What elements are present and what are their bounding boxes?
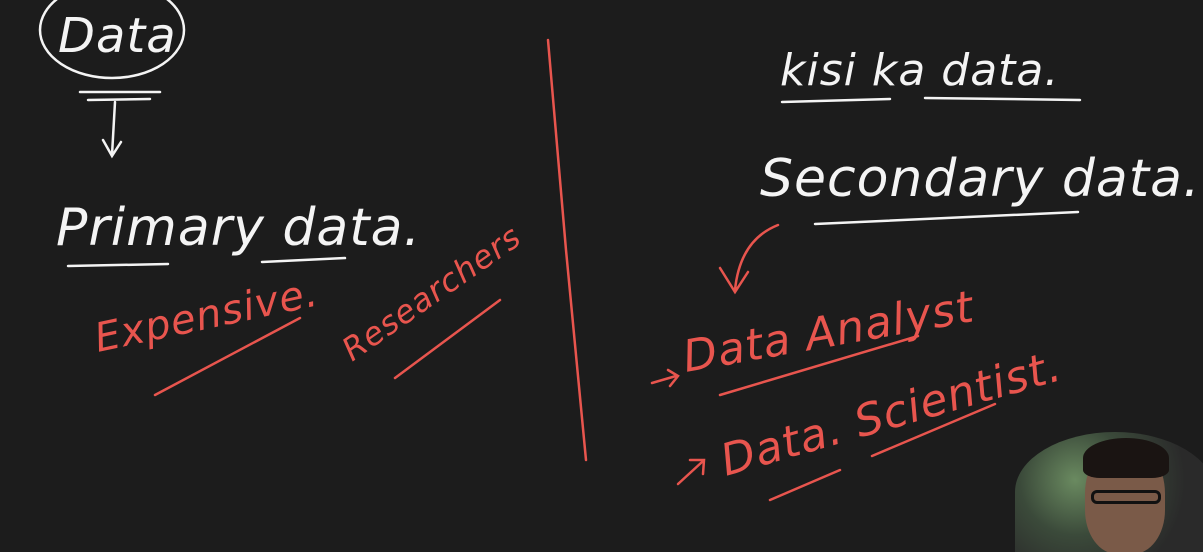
bullet-arrow-1-icon [650,368,680,388]
underline-bottom [86,97,152,102]
primary-underline-2 [260,256,347,264]
arrow-down-icon [101,100,123,159]
expensive-underline [153,316,302,397]
curved-arrow-icon [718,223,780,295]
vertical-divider [546,38,588,462]
circle-word-data: Data [58,8,177,64]
data-analyst-item: Data Analyst [679,281,979,382]
data-analyst-underline [718,334,920,397]
whiteboard-canvas: Data Primary data. Expensive. Researcher… [38,0,1201,502]
kisi-ka-data-heading: kisi ka data. [780,45,1059,96]
presenter-glasses [1091,490,1161,504]
primary-underline-1 [66,262,170,268]
secondary-data-heading: Secondary data. [760,149,1201,209]
researchers-underline [393,298,502,380]
presenter-hair [1083,438,1169,478]
data-scientist-underline [768,468,842,502]
ka-data-underline [923,96,1082,102]
bullet-arrow-2-icon [676,458,706,486]
primary-data-heading: Primary data. [56,198,421,258]
secondary-underline [813,210,1080,226]
scientist-underline [870,402,997,458]
kisi-underline [780,97,892,104]
data-circle [38,0,186,80]
presenter-webcam [1015,432,1203,552]
expensive-note: Expensive. [91,270,323,362]
